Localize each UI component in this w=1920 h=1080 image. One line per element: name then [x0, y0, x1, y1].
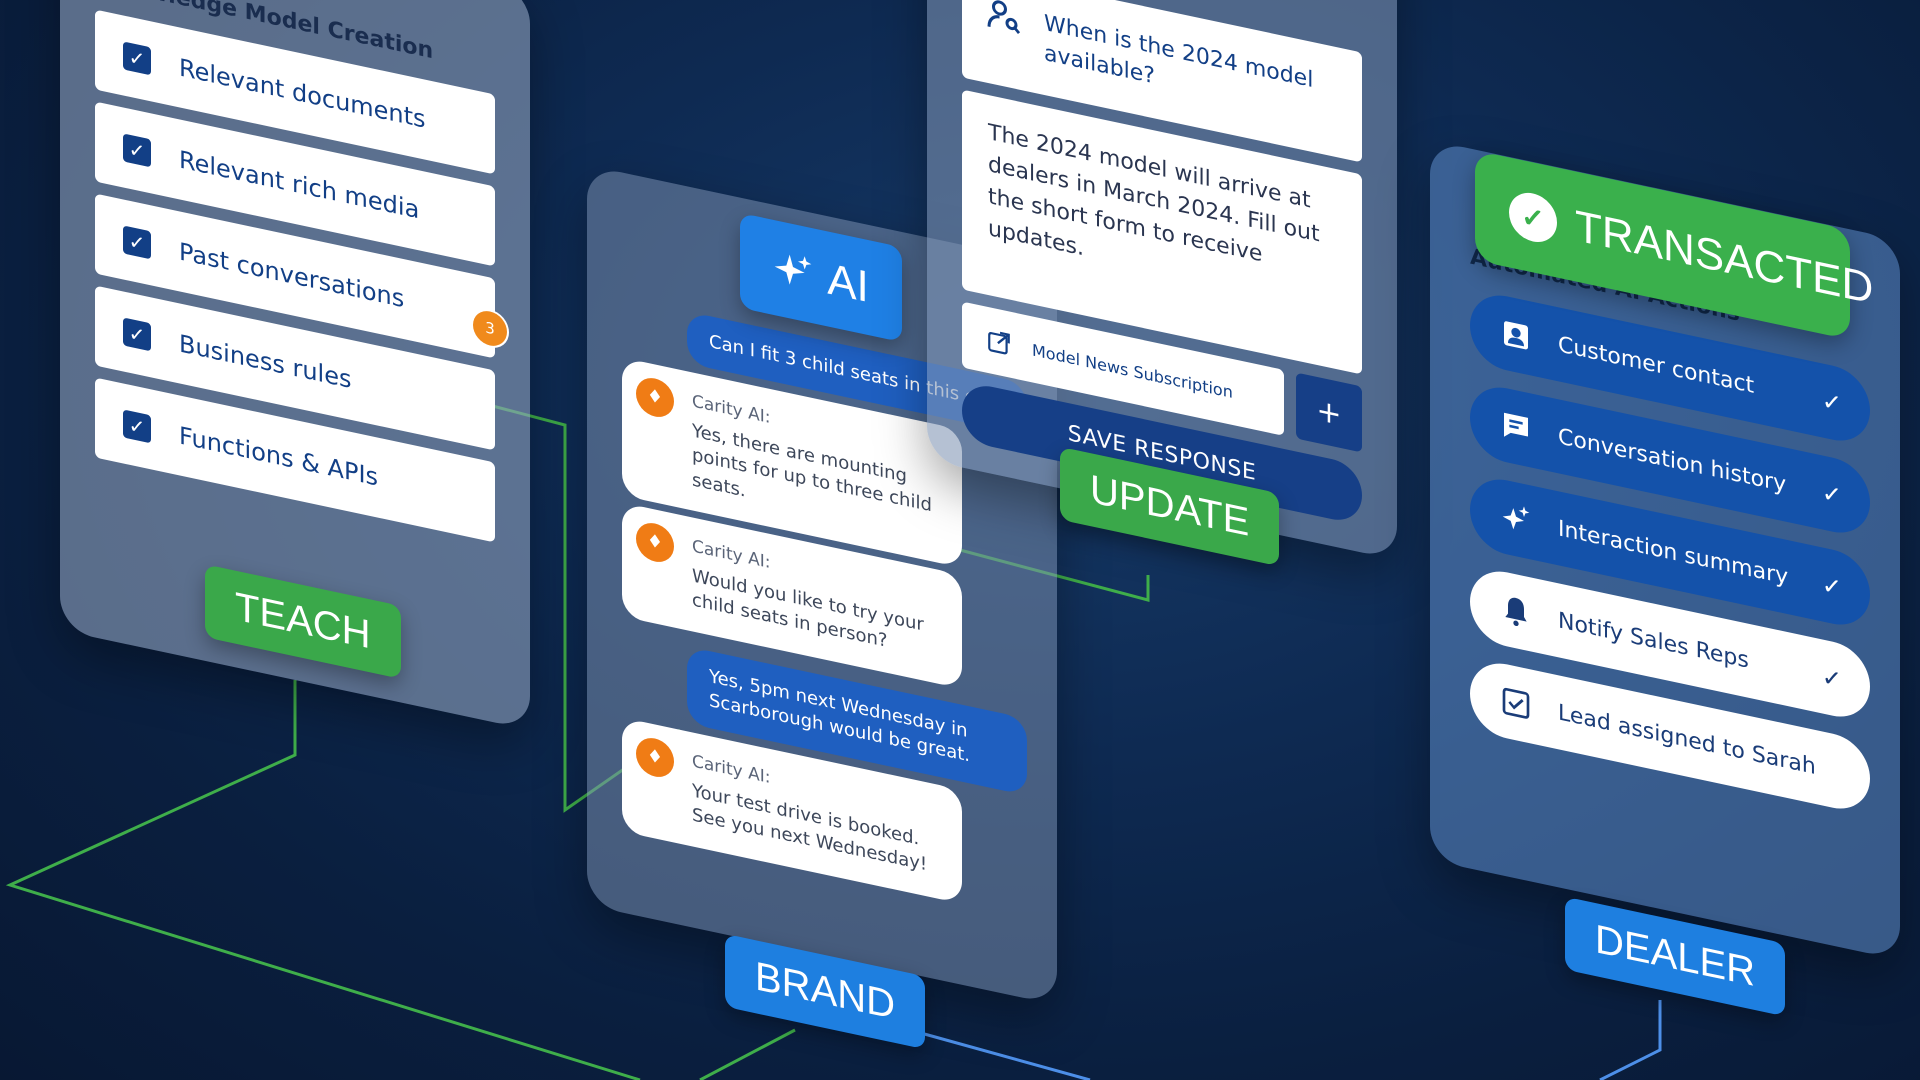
connector-teach: [5, 680, 641, 1080]
check-icon: ✓: [1821, 386, 1842, 419]
action-label: Notify Sales Reps: [1558, 607, 1749, 674]
check-circle-icon: ✓: [1509, 188, 1557, 247]
ai-label: AI: [827, 253, 869, 312]
action-notify-sales-reps[interactable]: Notify Sales Reps ✓: [1470, 564, 1870, 724]
update-panel: When is the 2024 model available? The 20…: [927, 0, 1397, 560]
check-icon: ✓: [1821, 662, 1842, 695]
action-lead-assigned[interactable]: Lead assigned to Sarah: [1470, 656, 1870, 816]
action-customer-contact[interactable]: Customer contact ✓: [1470, 288, 1870, 448]
item-label: Relevant rich media: [179, 145, 420, 225]
ai-tag: AI: [740, 212, 902, 343]
flame-avatar-icon: ♦: [636, 374, 674, 421]
external-link-icon: [988, 331, 1010, 355]
checkbox-checked-icon[interactable]: ✓: [123, 225, 151, 260]
flame-avatar-icon: ♦: [636, 734, 674, 781]
link-label: Model News Subscription: [1032, 339, 1233, 402]
action-label: Lead assigned to Sarah: [1558, 699, 1816, 780]
checkbox-checked-icon[interactable]: ✓: [123, 409, 151, 444]
sparkle-icon: [1502, 506, 1530, 530]
item-label: Relevant documents: [179, 53, 426, 134]
bell-icon: [1505, 597, 1527, 627]
checkbox-icon: [1502, 687, 1530, 719]
add-button[interactable]: +: [1296, 372, 1362, 453]
item-label: Business rules: [179, 329, 352, 395]
action-conversation-history[interactable]: Conversation history ✓: [1470, 380, 1870, 540]
flame-avatar-icon: ♦: [636, 519, 674, 566]
checkbox-checked-icon[interactable]: ✓: [123, 317, 151, 352]
link-card[interactable]: Model News Subscription: [962, 301, 1284, 436]
connector-brand: [699, 1028, 796, 1080]
question-card: When is the 2024 model available?: [962, 0, 1362, 163]
chat-icon: [1504, 412, 1528, 437]
item-label: Functions & APIs: [179, 421, 379, 492]
question-text: When is the 2024 model available?: [1044, 10, 1314, 94]
check-icon: ✓: [1821, 570, 1842, 603]
dealer-panel: Automated AI Actions Customer contact ✓ …: [1430, 140, 1900, 960]
item-label: Past conversations: [179, 237, 405, 314]
sparkle-icon: [774, 254, 812, 285]
contact-card-icon: [1504, 321, 1528, 350]
notification-badge: 3: [473, 307, 507, 350]
check-icon: ✓: [1821, 478, 1842, 511]
action-interaction-summary[interactable]: Interaction summary ✓: [1470, 472, 1870, 632]
action-label: Interaction summary: [1558, 515, 1789, 590]
checkbox-checked-icon[interactable]: ✓: [123, 133, 151, 168]
checkbox-checked-icon[interactable]: ✓: [123, 41, 151, 76]
connector-dealer: [1599, 1000, 1662, 1080]
action-label: Customer contact: [1558, 331, 1755, 399]
action-label: Conversation history: [1558, 423, 1787, 498]
user-search-icon: [987, 0, 1021, 34]
connector-brand-blue: [909, 1028, 1091, 1080]
